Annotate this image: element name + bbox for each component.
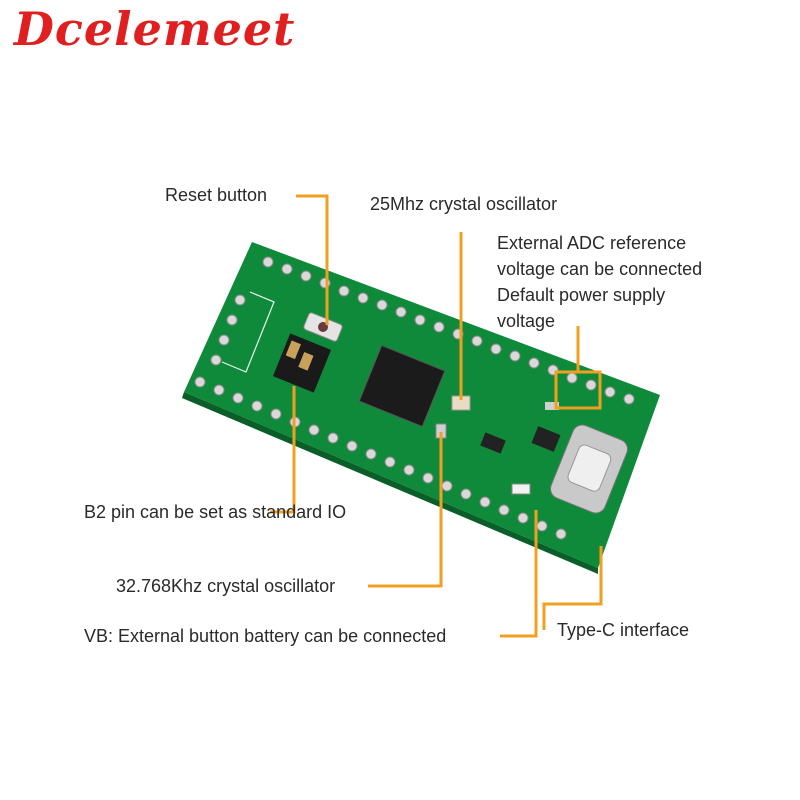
type-c-connector-part — [550, 424, 628, 514]
reset-button-label: Reset button — [165, 185, 268, 205]
mcu-chip — [358, 344, 446, 428]
type-c-label: Type-C interface — [557, 620, 690, 640]
typec-leader — [542, 546, 603, 630]
b2-leader — [270, 386, 296, 514]
adc-line-4: voltage — [497, 311, 556, 331]
crystal-25mhz-label: 25Mhz crystal oscillator — [370, 194, 558, 214]
top-pin-row — [262, 256, 635, 405]
brand-logo: Dcelemeet — [14, 2, 296, 56]
bottom-pin-row — [194, 376, 567, 540]
adc-line-3: Default power supply — [497, 285, 666, 305]
crystal-32-leader — [368, 432, 443, 588]
vb-battery-label: VB: External button battery can be conne… — [84, 626, 447, 646]
b2-pin-label: B2 pin can be set as standard IO — [84, 502, 347, 522]
vb-leader — [500, 510, 538, 638]
reset-leader — [296, 194, 329, 325]
pcb-edge — [182, 392, 598, 574]
adc-line-2: voltage can be connected — [497, 259, 703, 279]
crystal-32khz-label: 32.768Khz crystal oscillator — [116, 576, 336, 596]
adc-line-1: External ADC reference — [497, 233, 687, 253]
swd-header — [210, 294, 246, 366]
